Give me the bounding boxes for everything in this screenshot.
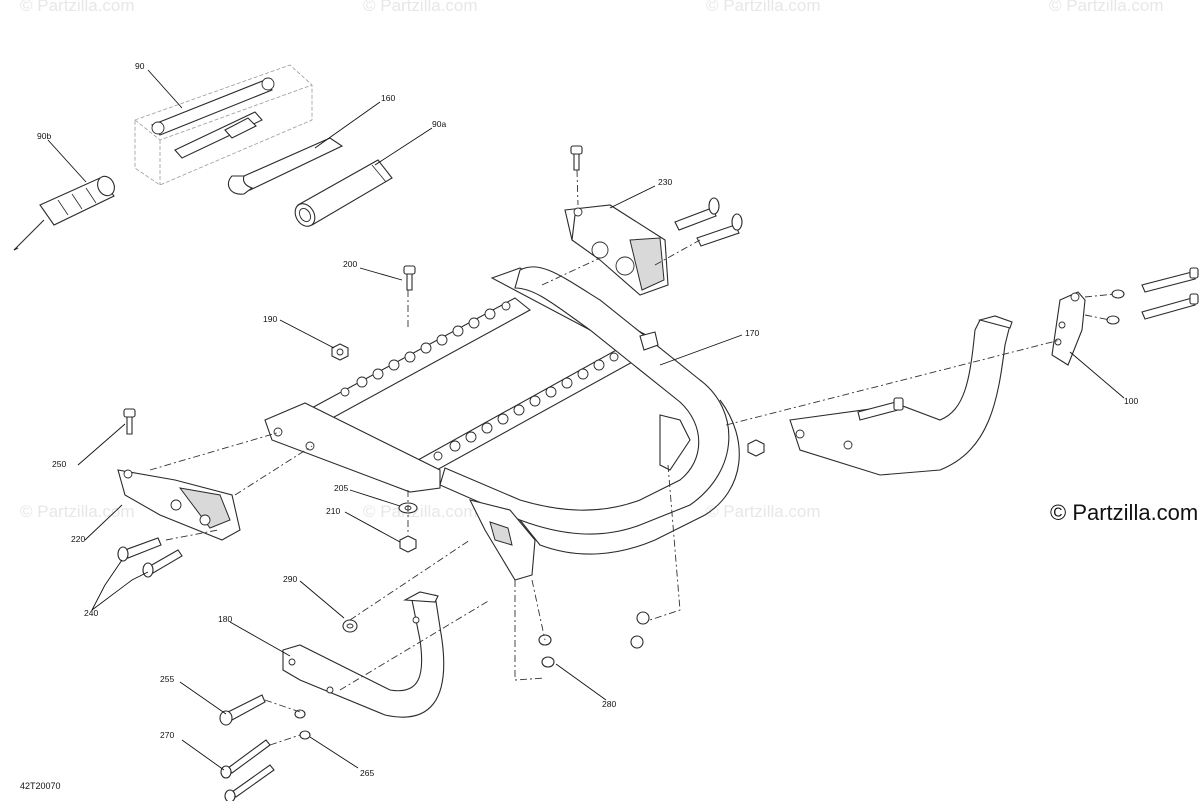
callout-255: 255: [160, 674, 174, 684]
callout-labels: 90 160 90a 90b 230 200 190 170 100 250 2…: [37, 61, 1138, 778]
nuts-part-280[interactable]: [538, 611, 650, 668]
watermark: © Partzilla.com: [706, 502, 821, 521]
screwdriver-part-90b[interactable]: [13, 174, 117, 251]
brand-watermark: © Partzilla.com: [1050, 500, 1199, 525]
callout-170: 170: [745, 328, 759, 338]
alignment-lines: [149, 169, 1116, 746]
callout-160: 160: [381, 93, 395, 103]
rack-frame-part-170[interactable]: [264, 266, 740, 581]
callout-230: 230: [658, 177, 672, 187]
nut-part-190[interactable]: [331, 343, 349, 361]
callout-190: 190: [263, 314, 277, 324]
callout-265: 265: [360, 768, 374, 778]
washers-part-265[interactable]: [294, 709, 311, 740]
watermark: © Partzilla.com: [363, 0, 478, 15]
watermark: © Partzilla.com: [1049, 0, 1164, 15]
diagram-code: 42T20070: [20, 781, 61, 791]
bracket-part-100[interactable]: [1051, 291, 1086, 366]
callout-270: 270: [160, 730, 174, 740]
bolt-part-230-top[interactable]: [570, 145, 583, 171]
socket-tube-part-90a[interactable]: [291, 159, 393, 230]
callout-210: 210: [326, 506, 340, 516]
leader-lines: [47, 69, 1125, 771]
callout-250: 250: [52, 459, 66, 469]
tool-kit-part-90[interactable]: [134, 64, 313, 186]
nut-part-290[interactable]: [342, 619, 358, 633]
bolt-part-250[interactable]: [123, 408, 136, 435]
bracket-part-220[interactable]: [117, 469, 241, 541]
callout-200: 200: [343, 259, 357, 269]
callout-220: 220: [71, 534, 85, 544]
callout-90a: 90a: [432, 119, 446, 129]
callout-290: 290: [283, 574, 297, 584]
bolts-part-270[interactable]: [220, 739, 275, 801]
bolts-part-240[interactable]: [117, 537, 183, 578]
watermark: © Partzilla.com: [20, 502, 135, 521]
watermark: © Partzilla.com: [363, 502, 478, 521]
nut-part-210[interactable]: [399, 535, 417, 553]
callout-205: 205: [334, 483, 348, 493]
rail-holes-left: [340, 301, 511, 397]
side-bar-part-180[interactable]: [282, 591, 445, 718]
callout-240: 240: [84, 608, 98, 618]
watermark: © Partzilla.com: [20, 0, 135, 15]
pin-bolts-230[interactable]: [674, 197, 743, 247]
bolt-part-200[interactable]: [403, 265, 416, 291]
bolt-part-255[interactable]: [219, 694, 266, 726]
wrench-part-160[interactable]: [227, 137, 344, 195]
callout-90b: 90b: [37, 131, 51, 141]
callout-280: 280: [602, 699, 616, 709]
bracket-part-230[interactable]: [564, 204, 669, 296]
callout-100: 100: [1124, 396, 1138, 406]
side-bar-right[interactable]: [789, 315, 1013, 476]
watermark: © Partzilla.com: [706, 0, 821, 15]
rail-holes-right: [433, 352, 619, 461]
callout-90: 90: [135, 61, 145, 71]
bolt-side-right[interactable]: [747, 397, 904, 457]
bolts-right-100[interactable]: [1106, 267, 1199, 325]
callout-180: 180: [218, 614, 232, 624]
